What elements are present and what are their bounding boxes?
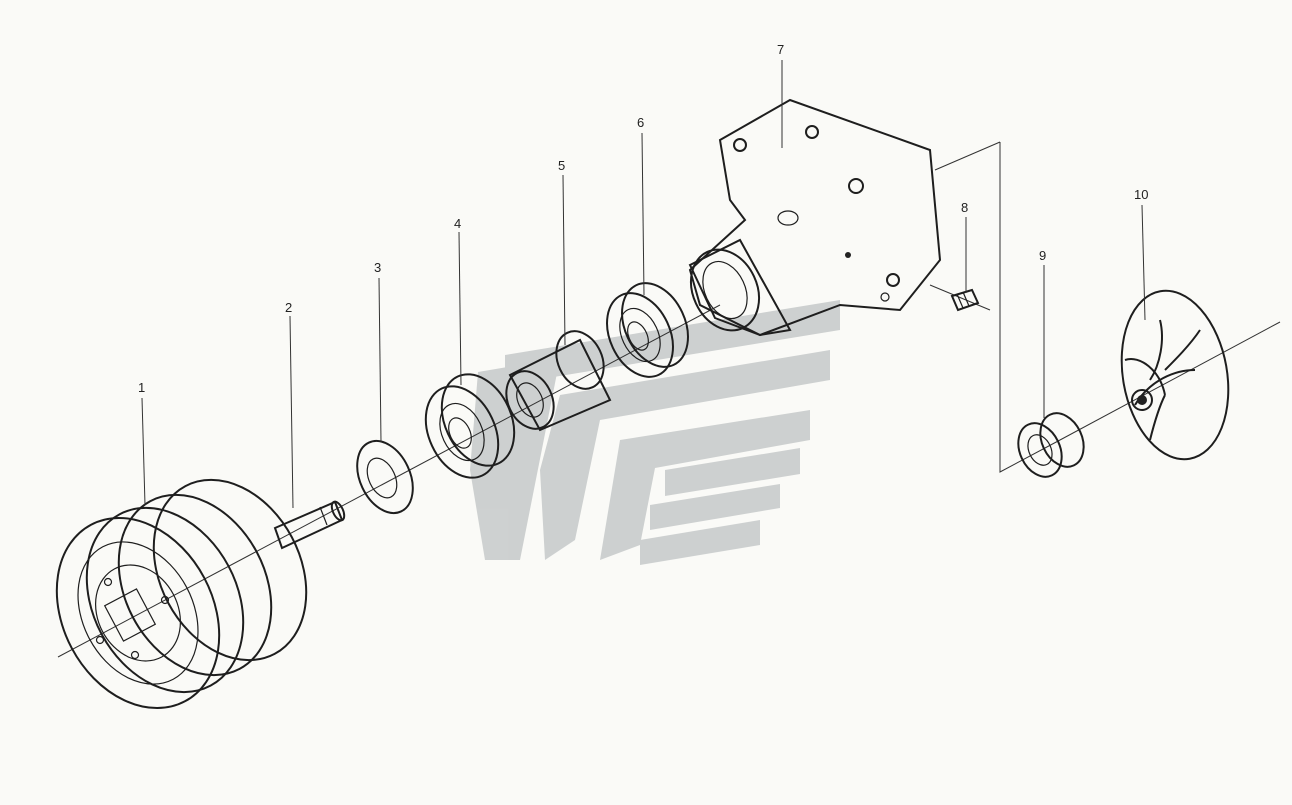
callout-7: 7 [777,42,784,57]
part-9-seal [1017,412,1085,478]
part-10-impeller [1120,289,1230,461]
assembly-bracket [934,141,1061,473]
part-7-housing [688,98,942,337]
callout-8: 8 [961,200,968,215]
part-8-plug-screw [950,288,980,312]
part-2-shaft [273,500,346,550]
part-3-seal-ring [356,439,414,515]
callout-5: 5 [558,158,565,173]
part-5-sleeve [505,330,612,432]
watermark-logo [470,300,840,565]
callout-3: 3 [374,260,381,275]
callout-2: 2 [285,300,292,315]
callout-4: 4 [454,216,461,231]
callout-9: 9 [1039,248,1046,263]
callout-leaders [141,60,1146,509]
callout-1: 1 [138,380,145,395]
part-6-bearing [606,282,689,378]
callout-labels: 1 2 3 4 5 6 7 8 9 10 [138,42,1148,395]
callout-10: 10 [1134,187,1148,202]
part-1-pulley [55,478,308,710]
callout-6: 6 [637,115,644,130]
